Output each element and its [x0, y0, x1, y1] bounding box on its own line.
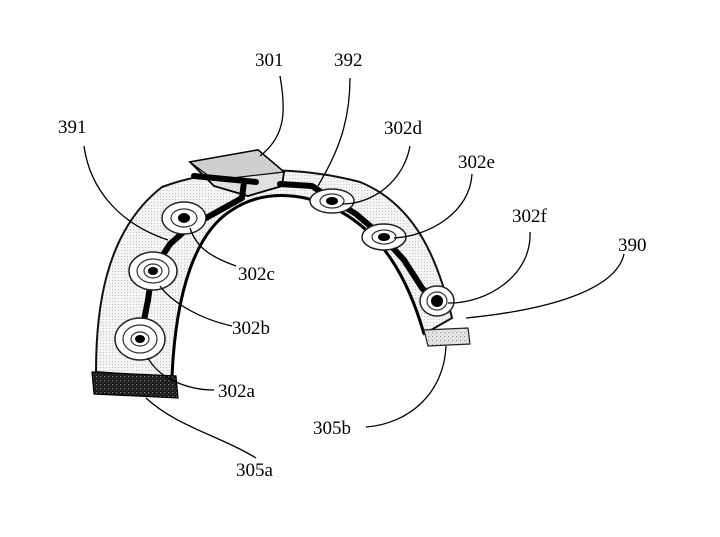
end-pad-305a	[91, 371, 179, 399]
label-302e: 302e	[458, 152, 495, 173]
electrode-302b	[128, 251, 178, 291]
label-302c: 302c	[238, 264, 275, 285]
electrode-302a	[114, 317, 166, 361]
leader-302d	[341, 145, 411, 205]
label-391: 391	[58, 117, 87, 138]
label-302b: 302b	[232, 318, 270, 339]
label-302f: 302f	[512, 206, 548, 227]
label-302a: 302a	[218, 381, 256, 402]
leader-302e	[393, 173, 473, 239]
leader-302f	[447, 231, 531, 304]
label-305a: 305a	[236, 460, 274, 481]
leader-302c	[189, 227, 237, 267]
label-301: 301	[255, 50, 284, 71]
end-pad-305b	[423, 327, 471, 347]
label-302d: 302d	[384, 118, 423, 139]
leader-305a	[145, 397, 257, 459]
electrode-302c	[161, 201, 207, 235]
leader-302b	[159, 285, 233, 327]
leader-390	[465, 253, 625, 319]
label-390: 390	[618, 235, 647, 256]
wiring-trace	[137, 173, 439, 343]
electrode-302d	[309, 188, 355, 214]
leader-391	[83, 145, 169, 241]
label-305b: 305b	[313, 418, 351, 439]
electrode-302f	[419, 285, 455, 317]
leader-392	[317, 77, 351, 187]
label-392: 392	[334, 50, 363, 71]
leader-302a	[147, 357, 215, 391]
leader-305b	[365, 345, 447, 428]
leader-301	[259, 75, 284, 157]
